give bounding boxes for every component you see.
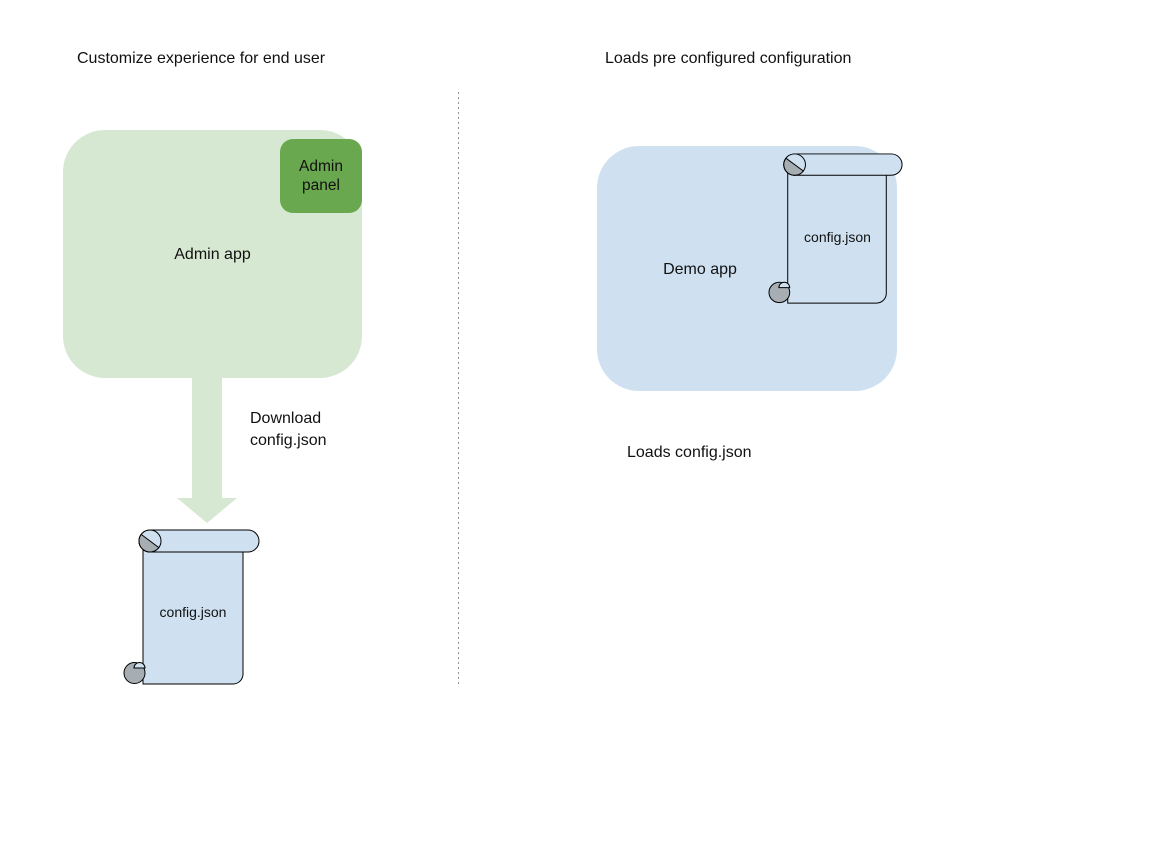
- loads-annotation: Loads config.json: [627, 444, 752, 461]
- scroll-document-icon: [123, 529, 260, 685]
- section-divider: [458, 92, 459, 687]
- download-annotation: Download config.json: [250, 410, 327, 449]
- right-section-title: Loads pre configured configuration: [605, 50, 852, 67]
- scroll-document-icon: [768, 153, 903, 304]
- admin-panel-box: Admin panel: [280, 139, 362, 213]
- left-section-title: Customize experience for end user: [77, 50, 326, 67]
- down-arrow-icon: [177, 378, 237, 523]
- admin-app-label: Admin app: [174, 246, 251, 263]
- config-file-label: config.json: [159, 604, 227, 620]
- config-file-label: config.json: [804, 229, 871, 245]
- demo-app-label: Demo app: [663, 261, 737, 278]
- admin-panel-label: Admin panel: [299, 158, 343, 194]
